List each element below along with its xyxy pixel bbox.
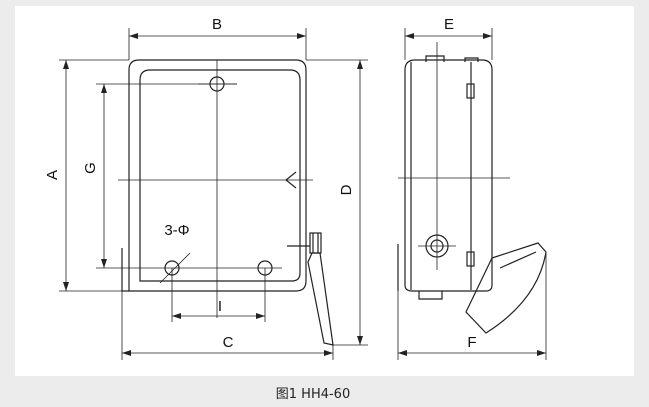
arrowheads bbox=[63, 33, 546, 356]
front-inner-box bbox=[139, 69, 301, 282]
side-bottom-tab bbox=[418, 291, 443, 300]
dim-label-f: F bbox=[467, 334, 476, 351]
side-body bbox=[404, 59, 493, 292]
figure-caption: 图1 HH4-60 bbox=[276, 387, 350, 402]
dim-label-g: G bbox=[82, 162, 99, 174]
side-top-tab bbox=[425, 55, 445, 62]
drawing-frame bbox=[15, 6, 634, 376]
handle-lever bbox=[307, 252, 334, 346]
front-view bbox=[121, 59, 334, 346]
front-outer-plate bbox=[128, 59, 307, 292]
side-slot-bottom bbox=[466, 251, 475, 267]
dimension-lines bbox=[59, 28, 547, 360]
side-top-cap bbox=[464, 57, 479, 62]
holes-label: 3-Φ bbox=[164, 222, 189, 239]
dim-label-b: B bbox=[212, 16, 222, 33]
side-slot-top bbox=[466, 83, 475, 99]
dim-label-a: A bbox=[44, 170, 61, 180]
dim-label-d: D bbox=[338, 184, 355, 195]
dim-label-c: C bbox=[223, 334, 234, 351]
side-handle-edge bbox=[499, 251, 537, 269]
dim-label-i: I bbox=[218, 298, 222, 315]
hole-leader bbox=[159, 252, 191, 284]
dim-label-e: E bbox=[444, 16, 454, 33]
